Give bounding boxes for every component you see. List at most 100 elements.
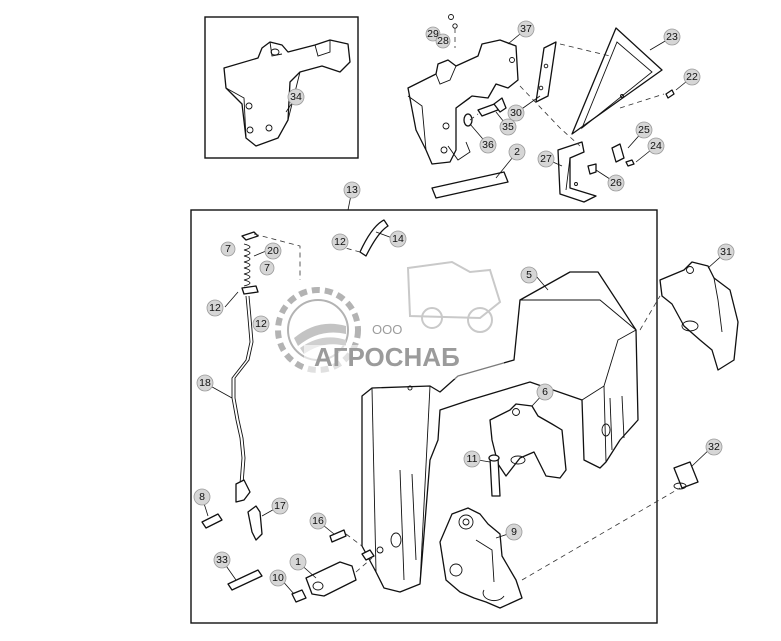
callout-24: 24 [647,137,665,155]
callout-7a-label: 7 [225,243,231,255]
callout-23: 23 [663,28,681,46]
callout-2: 2 [508,143,526,161]
callout-27: 27 [537,150,555,168]
main-frame [190,209,658,624]
callout-37: 37 [517,20,535,38]
hardware-29-28 [448,14,458,48]
link-17 [247,505,263,541]
dash-screw-link [619,93,665,109]
callout-27-label: 27 [540,153,552,165]
dash-lever-link [253,233,301,280]
callout-26: 26 [607,174,625,192]
callout-34-label: 34 [290,91,302,103]
lever-rod-18 [231,295,254,503]
hook-6 [489,403,567,479]
callout-31: 31 [717,243,735,261]
callout-6: 6 [536,383,554,401]
spring-20 [241,231,259,295]
callout-12c-label: 12 [334,236,346,248]
pin-11 [488,454,501,497]
callout-28-label: 28 [437,35,449,47]
callout-8-label: 8 [199,491,205,503]
callout-35: 35 [499,118,517,136]
callout-34: 34 [287,88,305,106]
callout-11: 11 [463,450,481,468]
callout-8: 8 [193,488,211,506]
bracket-37 [407,39,519,165]
callout-31-label: 31 [720,246,732,258]
bracket-27 [557,141,597,203]
callout-20-label: 20 [267,245,279,257]
callout-10: 10 [269,569,287,587]
callout-5: 5 [520,266,538,284]
callout-13: 13 [343,181,361,199]
callout-22-label: 22 [686,71,698,83]
callout-29-label: 29 [427,28,439,40]
bolt-10 [291,589,307,603]
hook-31 [659,261,739,371]
screw-22 [665,89,675,99]
callout-5-label: 5 [526,269,532,281]
callout-14-label: 14 [392,233,404,245]
callout-18-label: 18 [199,377,211,389]
inset-frame [204,16,359,159]
watermark-company-name: АГРОСНАБ [314,342,460,372]
callout-32-label: 32 [708,441,720,453]
callout-2-label: 2 [514,146,520,158]
watermark-prefix: ООО [372,322,402,337]
callout-30-label: 30 [510,107,522,119]
callout-1: 1 [289,553,307,571]
callout-30: 30 [507,104,525,122]
callout-16-label: 16 [312,515,324,527]
dash-clevis-link [521,487,681,581]
decal-2 [431,171,509,199]
hose-14 [359,219,389,257]
pin-8 [201,513,223,529]
callout-16: 16 [309,512,327,530]
callout-13-label: 13 [346,184,358,196]
callout-32: 32 [705,438,723,456]
callout-1-label: 1 [295,556,301,568]
callout-12a-label: 12 [209,302,221,314]
callout-25-label: 25 [638,124,650,136]
pin-33 [227,569,263,591]
callout-22: 22 [683,68,701,86]
callout-33: 33 [213,551,231,569]
pin-16 [329,529,347,543]
plate-30 [535,41,557,103]
callout-28: 28 [435,33,451,49]
callout-35-label: 35 [502,121,514,133]
hitch-frame-5 [361,271,639,593]
dash-hook-link [639,295,661,331]
clevis-9 [439,507,523,609]
callout-11-label: 11 [467,453,478,465]
dash-bracket-link [519,85,581,147]
smv-sign-23 [571,27,663,135]
callout-23-label: 23 [666,31,678,43]
callout-12c: 12 [331,233,349,251]
dash-handle-link [355,557,373,573]
callout-12b: 12 [252,315,270,333]
callout-25: 25 [635,121,653,139]
callout-9: 9 [505,523,523,541]
callout-14: 14 [389,230,407,248]
callout-37-label: 37 [520,23,532,35]
callout-12a: 12 [206,299,224,317]
callout-20: 20 [264,242,282,260]
callout-36: 36 [479,136,497,154]
callout-33-label: 33 [216,554,228,566]
dash-pin-link [345,533,363,547]
callout-17: 17 [271,497,289,515]
callout-18: 18 [196,374,214,392]
bolt-35-36 [463,97,507,127]
callout-24-label: 24 [650,140,662,152]
callout-12b-label: 12 [255,318,267,330]
callout-36-label: 36 [482,139,494,151]
bracket-34 [223,39,351,147]
clip-25-24-26 [587,143,635,175]
callout-9-label: 9 [511,526,517,538]
callout-10-label: 10 [272,572,284,584]
handle-1 [305,546,384,597]
dash-sign-link [559,43,611,57]
